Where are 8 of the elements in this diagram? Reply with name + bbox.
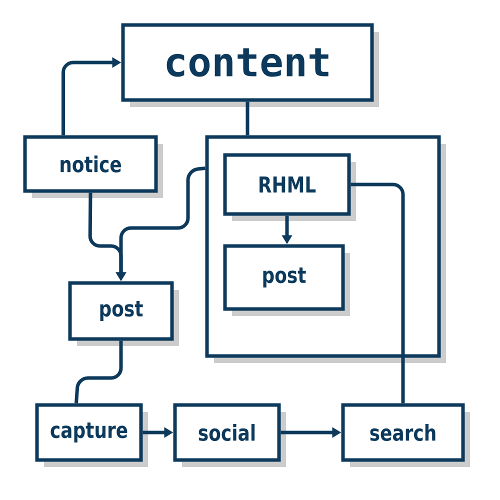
- process-box: social: [173, 403, 286, 467]
- process-box: RHML: [223, 153, 356, 221]
- title-box: content: [121, 23, 379, 107]
- process-box: capture: [35, 403, 148, 467]
- process-box: search: [341, 403, 470, 467]
- process-box: post: [223, 244, 350, 316]
- process-box: notice: [23, 135, 163, 198]
- process-box: post: [68, 281, 179, 346]
